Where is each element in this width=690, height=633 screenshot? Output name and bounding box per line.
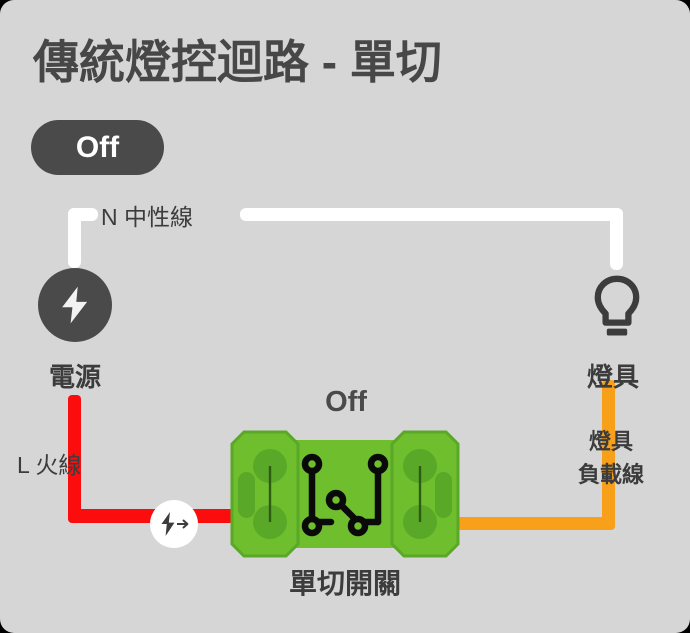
power-source-icon [38, 268, 112, 342]
neutral-wire-left-vertical [68, 208, 81, 268]
live-wire-vertical [68, 395, 81, 522]
power-source-label: 電源 [48, 362, 101, 392]
switch-label: 單切開關 [288, 568, 401, 599]
load-wire-label: 燈具 負載線 [556, 425, 666, 491]
load-wire-label-line2: 負載線 [577, 462, 644, 487]
current-flow-icon [150, 500, 198, 548]
load-wire-horizontal [415, 517, 615, 530]
page-title: 傳統燈控迴路 - 單切 [33, 36, 442, 88]
switch-state-label: Off [325, 386, 367, 418]
neutral-wire-top-run [240, 208, 623, 221]
live-wire-label: L 火線 [17, 452, 82, 478]
single-pole-switch[interactable] [228, 426, 462, 562]
neutral-wire-label: N 中性線 [101, 204, 193, 230]
neutral-wire-right-vertical [610, 208, 623, 270]
status-badge: Off [31, 120, 164, 175]
light-bulb-icon [578, 268, 656, 346]
status-badge-label: Off [75, 130, 120, 164]
load-wire-label-line1: 燈具 [588, 429, 633, 454]
lamp-label: 燈具 [586, 362, 639, 392]
load-wire-vertical [602, 380, 615, 530]
